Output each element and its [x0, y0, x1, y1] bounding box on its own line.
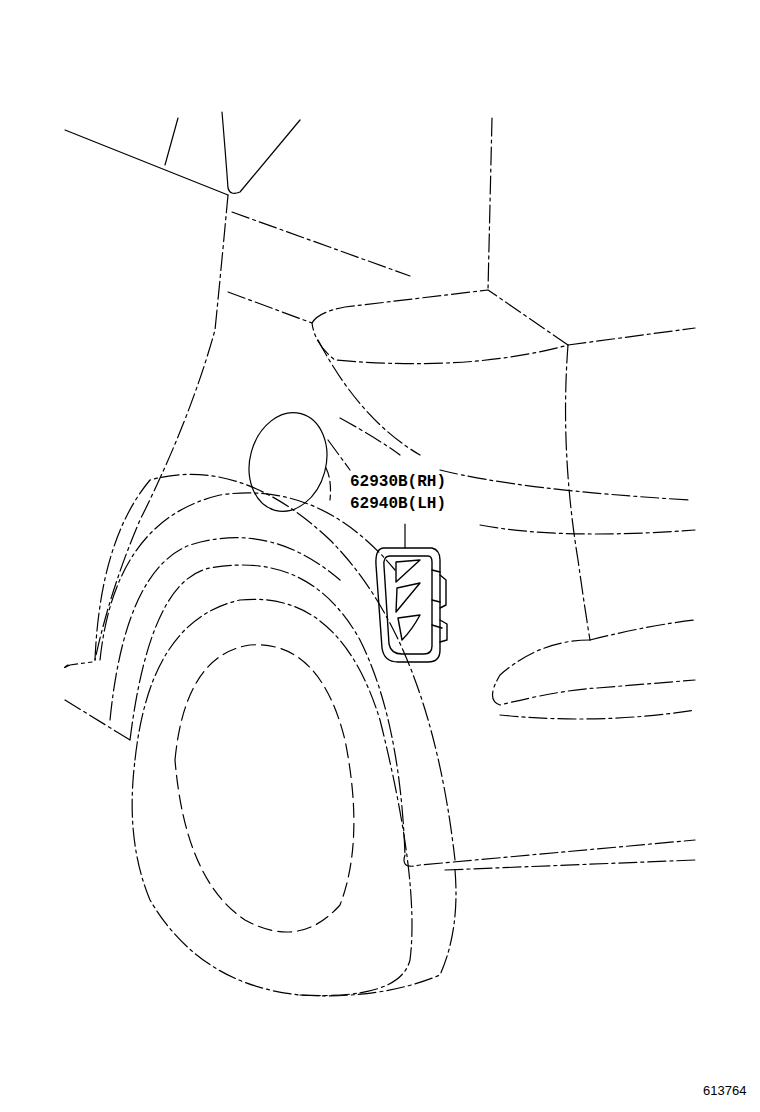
body-outline [228, 118, 695, 719]
illustration-number: 613764 [703, 1084, 746, 1097]
part-number: 62930B(RH) [350, 474, 446, 490]
side-vent-part [376, 548, 447, 662]
wheel-arch [64, 474, 695, 870]
leader-line [404, 524, 405, 548]
fuel-lid [238, 404, 337, 520]
roof-pillar [65, 112, 300, 660]
rear-tire [132, 599, 456, 996]
part-number: 62940B(LH) [350, 496, 446, 512]
